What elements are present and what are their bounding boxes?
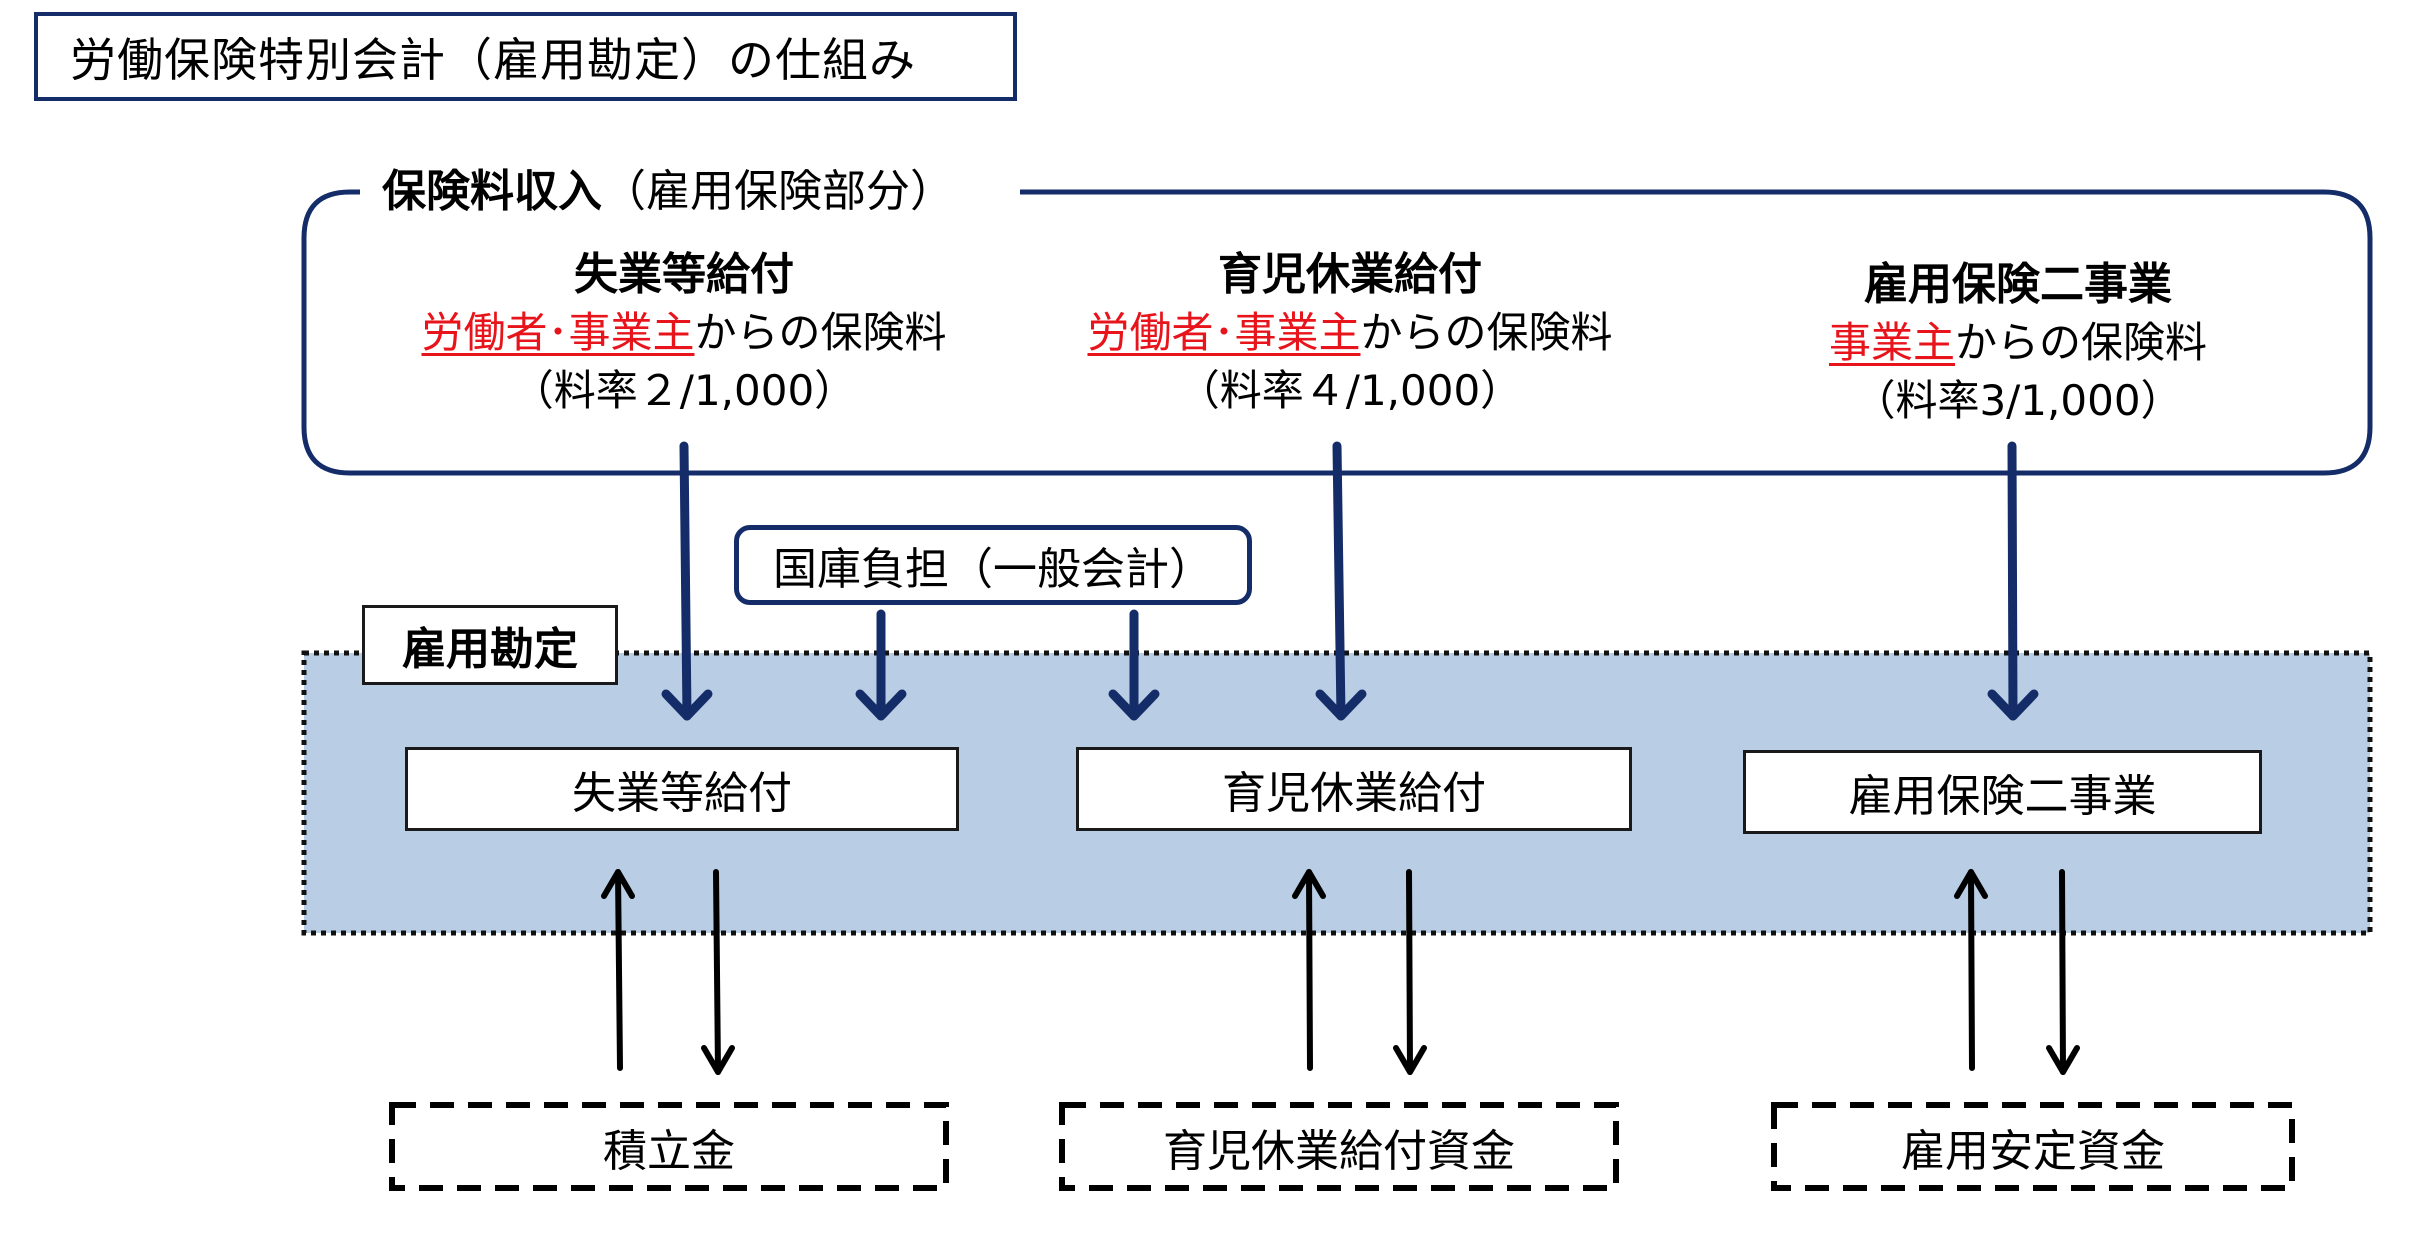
arrow-premium-to-unemployment — [661, 441, 713, 721]
page-title: 労働保険特別会計（雇用勘定）の仕組み — [34, 12, 1017, 101]
premium-rate: （料率２/1,000） — [511, 366, 857, 415]
arrow-two-projects-to-stability-fund — [2046, 869, 2080, 1075]
premium-income-label: 保険料収入（雇用保険部分） — [372, 164, 964, 220]
national-treasury-box: 国庫負担（一般会計） — [734, 525, 1252, 605]
premium-source-suffix: からの保険料 — [694, 308, 947, 357]
premium-source-suffix: からの保険料 — [1955, 318, 2208, 367]
premium-group-source: 労働者･事業主からの保険料 — [374, 304, 994, 362]
arrow-premium-to-childcare — [1315, 441, 1367, 721]
page-title-text: 労働保険特別会計（雇用勘定）の仕組み — [70, 32, 916, 87]
premium-group-heading: 育児休業給付 — [1218, 249, 1482, 300]
arrow-treasury-to-unemployment — [855, 609, 907, 721]
fund-label: 育児休業給付資金 — [1163, 1125, 1515, 1177]
premium-group-source: 事業主からの保険料 — [1708, 314, 2328, 372]
premium-income-label-sub: （雇用保険部分） — [602, 166, 954, 217]
arrow-unemployment-to-reserve — [701, 869, 735, 1075]
account-box-label: 雇用保険二事業 — [1848, 771, 2157, 822]
account-box-label: 失業等給付 — [572, 768, 792, 819]
fund-box-frame-reserve — [389, 1102, 949, 1191]
fund-label: 積立金 — [603, 1125, 735, 1177]
premium-source-suffix: からの保険料 — [1360, 308, 1613, 357]
arrow-childcare-fund-to-childcare — [1292, 869, 1326, 1071]
fund-box-reserve: 積立金 — [392, 1105, 946, 1188]
account-box-label: 育児休業給付 — [1222, 768, 1486, 819]
fund-label: 雇用安定資金 — [1901, 1125, 2165, 1177]
premium-payer: 事業主 — [1828, 318, 1955, 367]
premium-group-two-projects: 雇用保険二事業 事業主からの保険料 （料率3/1,000） — [1708, 256, 2328, 430]
premium-income-label-main: 保険料収入 — [382, 166, 602, 217]
fund-box-frame-childcare — [1059, 1102, 1619, 1191]
account-box-childcare: 育児休業給付 — [1076, 747, 1632, 831]
arrow-childcare-to-childcare-fund — [1393, 869, 1427, 1075]
premium-group-unemployment: 失業等給付 労働者･事業主からの保険料 （料率２/1,000） — [374, 246, 994, 420]
premium-group-heading: 雇用保険二事業 — [1864, 259, 2172, 310]
arrow-stability-fund-to-two-projects — [1954, 869, 1988, 1071]
premium-group-heading: 失業等給付 — [574, 249, 794, 300]
employment-account-label: 雇用勘定 — [362, 605, 618, 685]
premium-payer: 労働者･事業主 — [1087, 308, 1361, 357]
premium-rate: （料率3/1,000） — [1853, 376, 2183, 425]
account-box-two-projects: 雇用保険二事業 — [1743, 750, 2262, 834]
arrow-reserve-to-unemployment — [601, 869, 635, 1071]
employment-account-label-text: 雇用勘定 — [402, 624, 578, 675]
premium-rate: （料率４/1,000） — [1177, 366, 1523, 415]
premium-group-source: 労働者･事業主からの保険料 — [1040, 304, 1660, 362]
arrow-premium-to-two-projects — [1987, 441, 2039, 721]
arrow-treasury-to-childcare — [1108, 609, 1160, 721]
national-treasury-label: 国庫負担（一般会計） — [773, 544, 1213, 595]
premium-payer: 労働者･事業主 — [421, 308, 695, 357]
fund-box-stability: 雇用安定資金 — [1774, 1105, 2292, 1188]
premium-group-childcare: 育児休業給付 労働者･事業主からの保険料 （料率４/1,000） — [1040, 246, 1660, 420]
fund-box-frame-stability — [1771, 1102, 2295, 1191]
account-box-unemployment: 失業等給付 — [405, 747, 959, 831]
fund-box-childcare: 育児休業給付資金 — [1062, 1105, 1616, 1188]
